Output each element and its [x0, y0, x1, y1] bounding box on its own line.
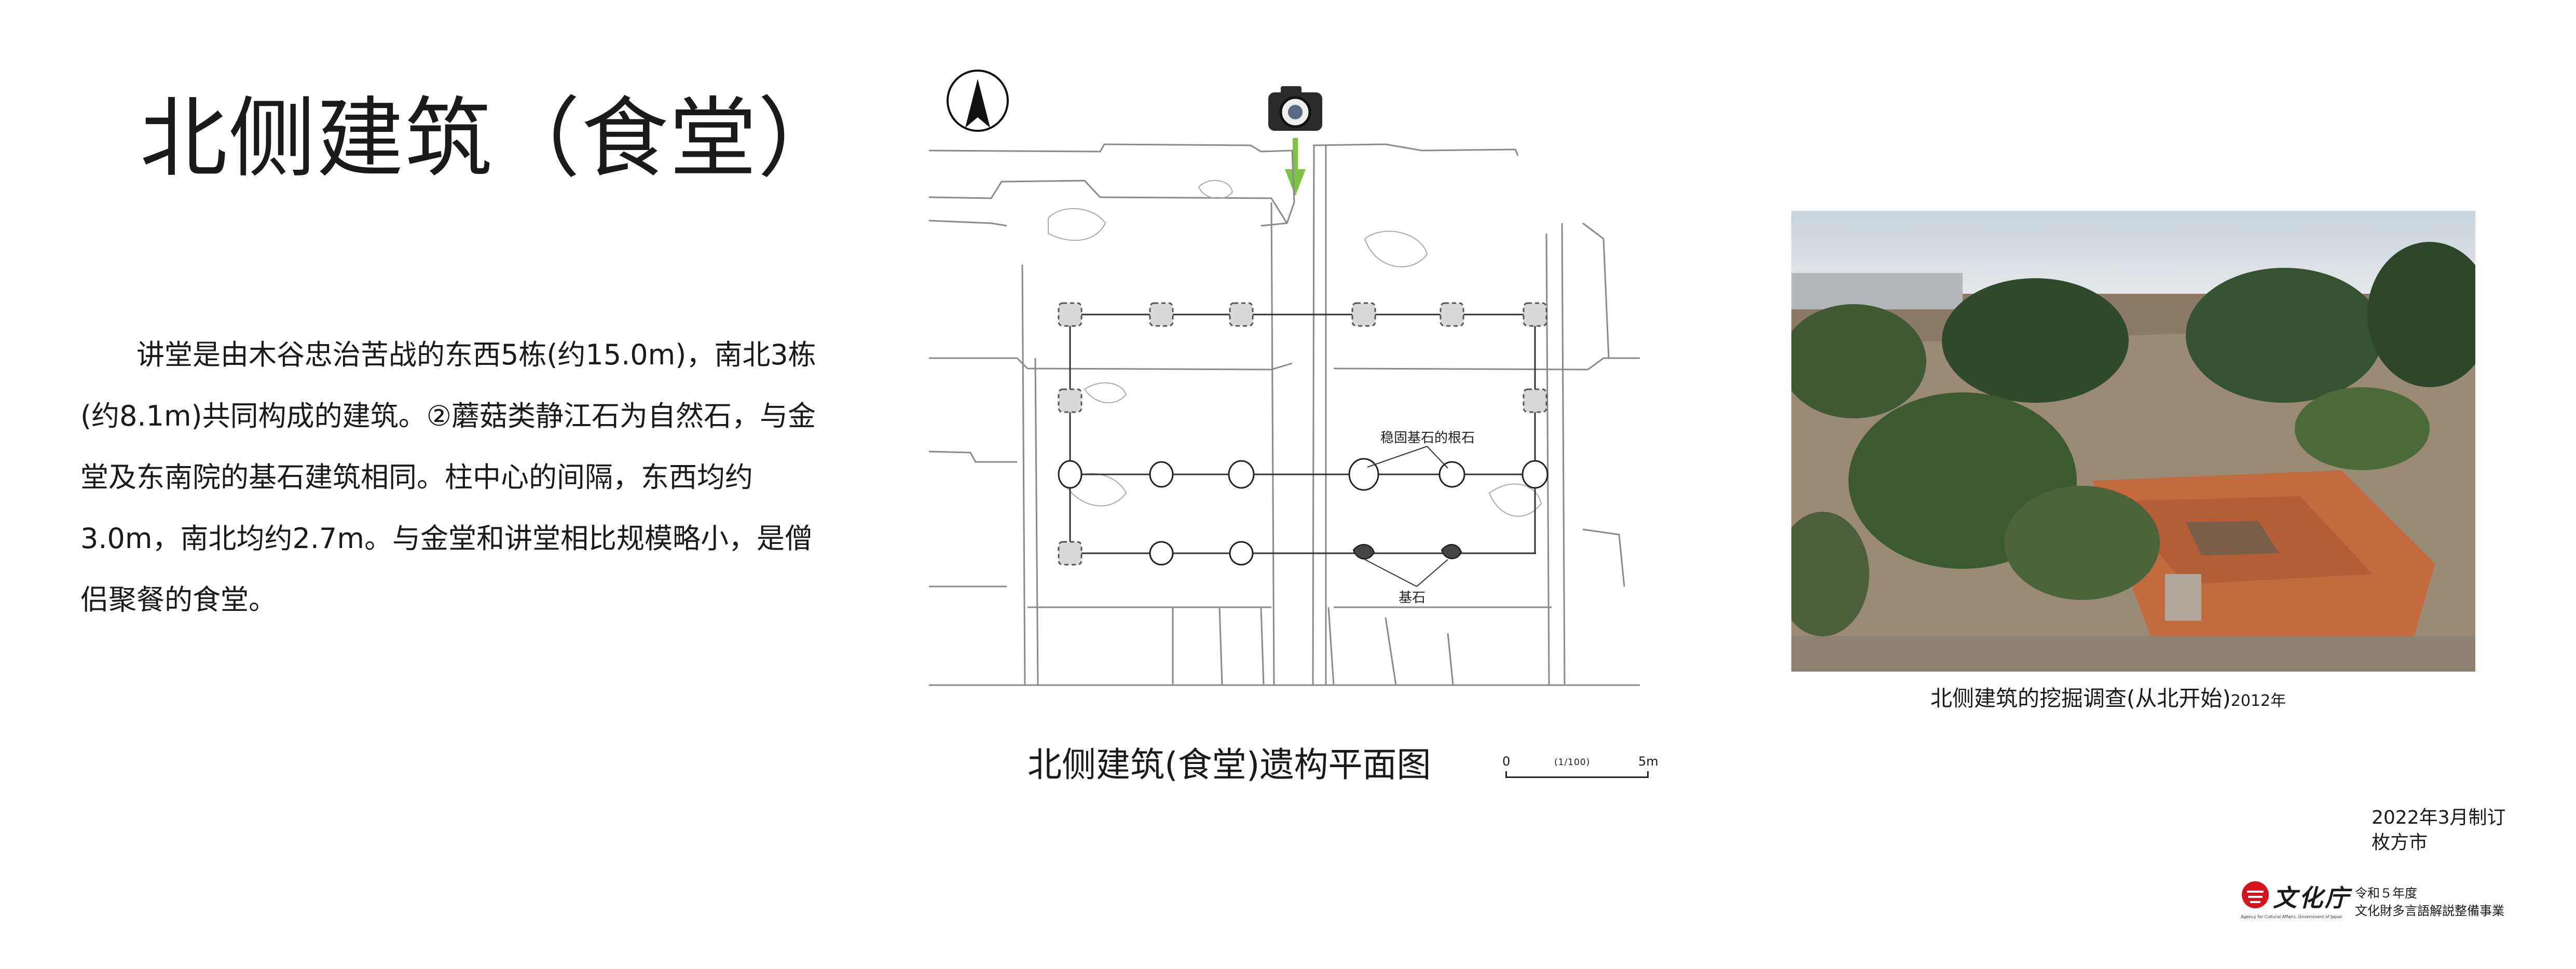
camera-icon	[1268, 86, 1322, 131]
root-stone-label: 稳固基石的根石	[1380, 430, 1475, 446]
program-line-2: 文化財多言語解説整備事業	[2355, 904, 2504, 918]
agency-logo-text: 文化庁	[2273, 884, 2351, 912]
base-stone-label: 基石	[1399, 590, 1426, 606]
program-label: 令和５年度 文化財多言語解説整備事業	[2355, 884, 2504, 920]
date-line: 2022年3月制订	[2372, 807, 2506, 828]
program-line-1: 令和５年度	[2355, 886, 2417, 900]
excavation-photo	[1791, 211, 2475, 672]
scale-line	[1505, 771, 1649, 778]
description-text: 讲堂是由木谷忠治苦战的东西5栋(约15.0m)，南北3栋(约8.1m)共同构成的…	[80, 324, 817, 631]
city-name: 枚方市	[2372, 832, 2428, 853]
agency-logo-subtitle: Agency for Cultural Affairs, Government …	[2241, 915, 2342, 919]
north-arrow-icon	[947, 70, 1009, 132]
photo-caption-main: 北侧建筑的挖掘调查(从北开始)	[1930, 686, 2231, 711]
scale-ratio: (1/100)	[1554, 757, 1591, 768]
plan-caption: 北侧建筑(食堂)遗构平面图	[1027, 745, 1431, 785]
site-plan-drawing: 稳固基石的根石 基石	[929, 67, 1640, 690]
description-paragraph: 讲堂是由木谷忠治苦战的东西5栋(约15.0m)，南北3栋(约8.1m)共同构成的…	[80, 338, 816, 616]
scale-end: 5m	[1638, 754, 1659, 769]
down-arrow-icon	[1285, 138, 1306, 196]
photo-caption: 北侧建筑的挖掘调查(从北开始)2012年	[1930, 681, 2286, 713]
sponsor-footer: 文化庁 Agency for Cultural Affairs, Governm…	[2241, 878, 2531, 925]
publication-info: 2022年3月制订 枚方市	[2372, 806, 2506, 855]
scale-start: 0	[1502, 754, 1511, 769]
photo-caption-year: 2012年	[2230, 692, 2286, 710]
page-title: 北侧建筑（食堂）	[140, 88, 846, 189]
scale-bar: 0 (1/100) 5m	[1502, 754, 1659, 780]
agency-logo-icon	[2242, 881, 2269, 908]
